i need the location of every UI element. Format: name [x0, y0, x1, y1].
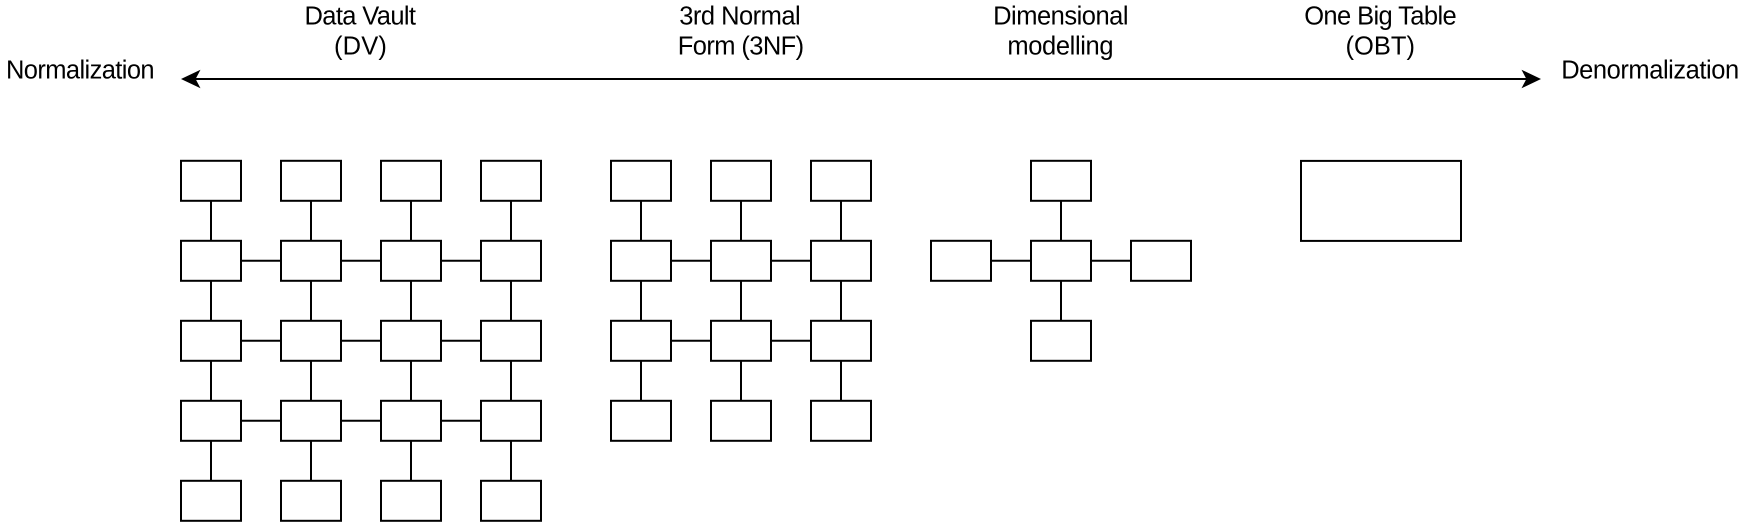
svg-text:Normalization: Normalization [6, 57, 155, 85]
svg-text:One Big Table: One Big Table [1304, 3, 1457, 31]
svg-text:Data Vault: Data Vault [305, 3, 417, 31]
svg-text:Form (3NF): Form (3NF) [678, 33, 804, 61]
svg-text:modelling: modelling [1007, 33, 1113, 61]
svg-text:Dimensional: Dimensional [993, 3, 1128, 31]
svg-text:(OBT): (OBT) [1346, 33, 1416, 61]
svg-text:Denormalization: Denormalization [1561, 57, 1739, 85]
svg-text:(DV): (DV) [334, 33, 387, 61]
svg-text:3rd Normal: 3rd Normal [679, 3, 801, 31]
